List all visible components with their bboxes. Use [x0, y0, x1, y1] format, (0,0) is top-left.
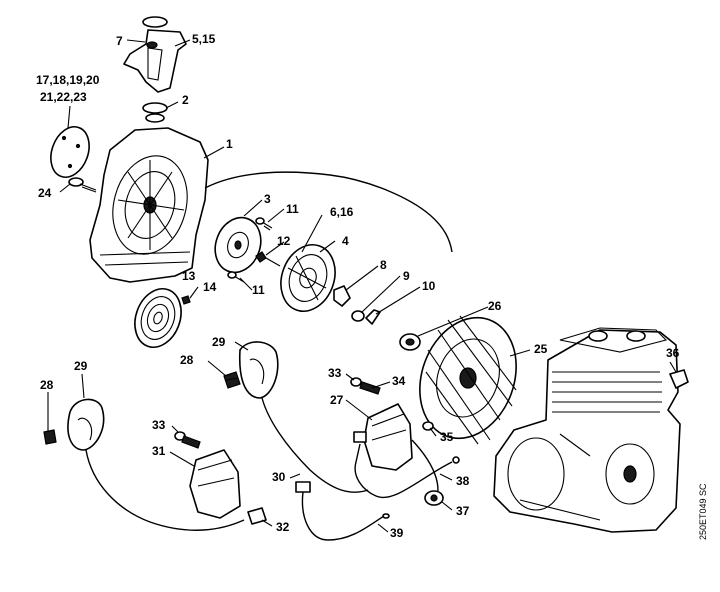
callout-10: 10 [422, 279, 436, 293]
callout-2: 2 [182, 93, 189, 107]
leader-lines [47, 39, 677, 533]
spark-plug-boot [424, 490, 444, 506]
callout-27: 27 [330, 393, 344, 407]
ignition-module-31 [174, 431, 267, 525]
flap-29-right [238, 341, 279, 399]
callout-28-left: 28 [40, 378, 54, 392]
cover-plate [50, 126, 90, 178]
callout-7: 7 [116, 34, 123, 48]
callout-6-16: 6,16 [330, 205, 354, 219]
callout-39: 39 [390, 526, 404, 540]
fan-housing [89, 127, 453, 283]
cable-39 [295, 481, 390, 541]
callout-1: 1 [226, 137, 233, 151]
nut-26 [399, 333, 421, 351]
callout-26: 26 [488, 299, 502, 313]
callout-29-right: 29 [212, 335, 226, 349]
screws-11-12 [227, 217, 281, 283]
callout-24: 24 [38, 186, 52, 200]
callout-5-15: 5,15 [192, 32, 216, 46]
callout-33-right: 33 [328, 366, 342, 380]
screw-28-left [43, 429, 57, 445]
cable-30 [261, 397, 369, 493]
pawl-spring-clip [333, 285, 381, 325]
callout-35: 35 [440, 430, 454, 444]
callout-38: 38 [456, 474, 470, 488]
callout-4: 4 [342, 234, 349, 248]
callout-29-left: 29 [74, 359, 88, 373]
washer-35 [422, 421, 434, 431]
callout-28-right: 28 [180, 353, 194, 367]
ignition-module-27 [353, 403, 460, 501]
callout-25: 25 [534, 342, 548, 356]
rewind-spring [134, 288, 191, 348]
pulley-3 [214, 216, 262, 274]
callout-labels: 7 5,15 17,18,19,20 21,22,23 2 1 24 3 11 … [36, 32, 680, 540]
rope-guide-bushing [142, 102, 168, 123]
callout-14: 14 [203, 280, 217, 294]
flap-29-left [67, 398, 105, 451]
callout-34: 34 [392, 374, 406, 388]
engine-crankcase [493, 327, 681, 533]
callout-31: 31 [152, 444, 166, 458]
flywheel [419, 315, 517, 445]
rope-rotor [280, 244, 336, 312]
callout-9: 9 [403, 269, 410, 283]
callout-11-b: 11 [252, 283, 265, 297]
callout-33-left: 33 [152, 418, 166, 432]
screw-28-right [223, 371, 241, 389]
callout-13: 13 [182, 269, 196, 283]
drawing-reference: 250ET049 SC [698, 483, 708, 540]
callout-11-a: 11 [286, 202, 299, 216]
callout-21-23: 21,22,23 [40, 90, 87, 104]
callout-3: 3 [264, 192, 271, 206]
callout-30: 30 [272, 470, 286, 484]
starter-grip [123, 16, 187, 93]
clip-36 [669, 369, 689, 389]
callout-32: 32 [276, 520, 290, 534]
callout-37: 37 [456, 504, 470, 518]
callout-8: 8 [380, 258, 387, 272]
callout-36: 36 [666, 346, 680, 360]
long-cable [85, 449, 245, 531]
callout-12: 12 [277, 234, 291, 248]
screw-24 [68, 177, 97, 193]
callout-17-20: 17,18,19,20 [36, 73, 100, 87]
screw-33-34 [350, 377, 381, 395]
